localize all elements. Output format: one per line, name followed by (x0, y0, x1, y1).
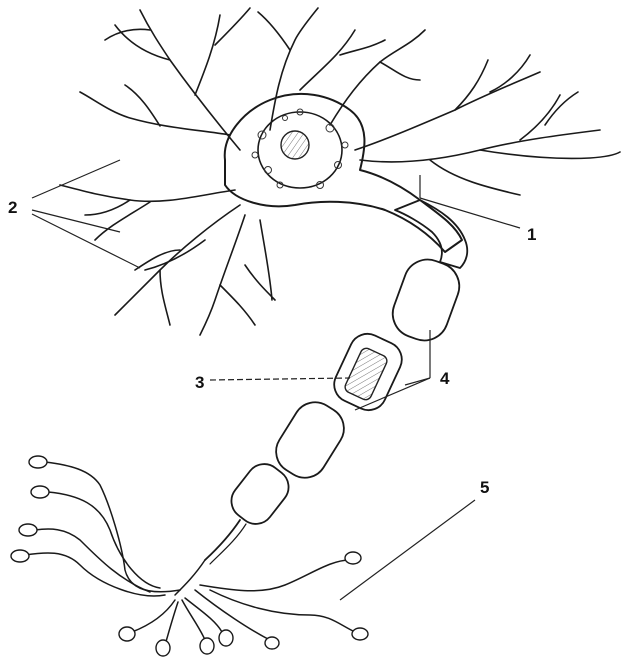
dendrites (60, 8, 620, 335)
label-1: 1 (527, 225, 536, 244)
myelin-segment (224, 457, 296, 531)
label-5: 5 (480, 478, 489, 497)
axon-terminals (11, 456, 368, 656)
label-3: 3 (195, 373, 204, 392)
nucleolus (281, 131, 309, 159)
myelin-cutaway (343, 346, 389, 401)
axon (205, 200, 467, 564)
label-2: 2 (8, 198, 17, 217)
label-4: 4 (440, 369, 450, 388)
